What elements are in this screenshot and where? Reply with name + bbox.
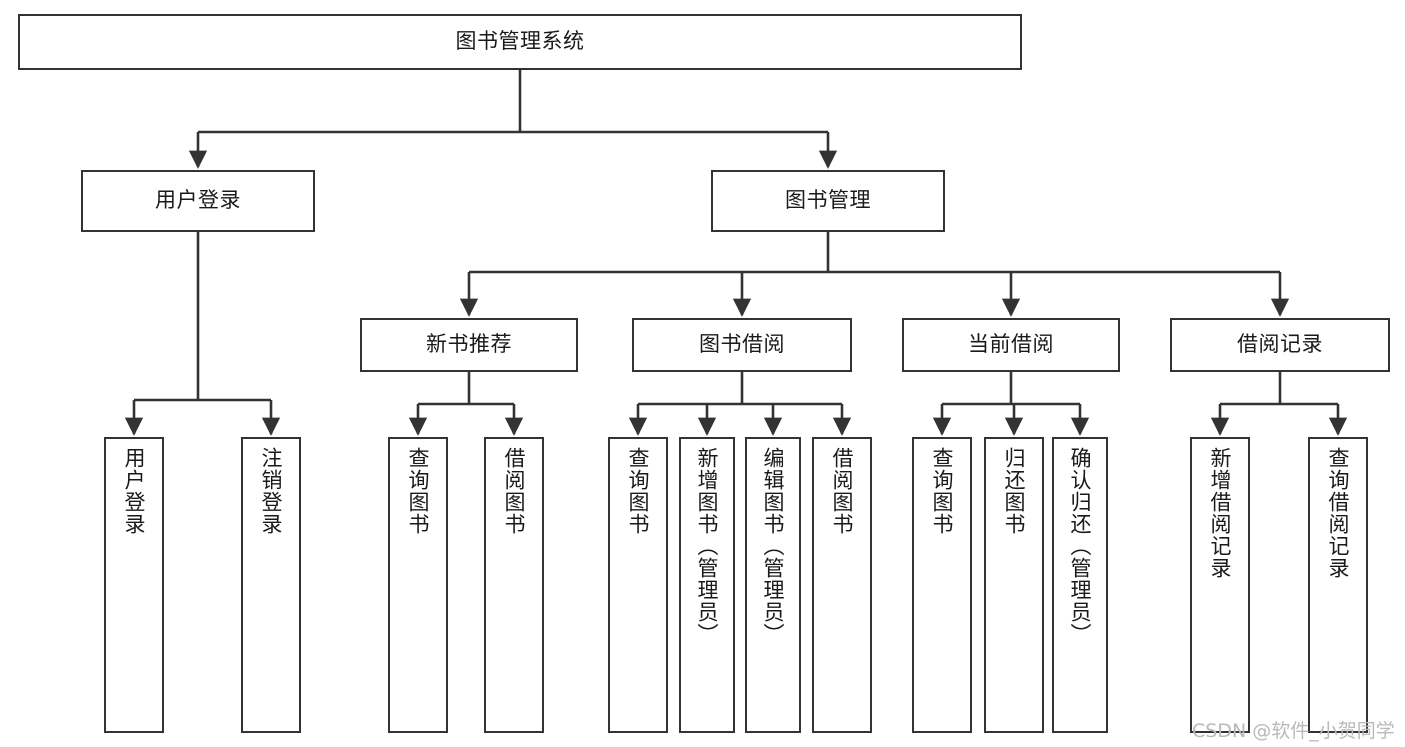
node-label: 注销登录 xyxy=(259,447,284,535)
node-label: 新书推荐 xyxy=(426,332,512,357)
node-leaf-query-book-1[interactable]: 查询图书 xyxy=(388,437,448,733)
node-leaf-borrow-book-2[interactable]: 借阅图书 xyxy=(812,437,872,733)
node-leaf-confirm-return[interactable]: 确认归还（管理员） xyxy=(1052,437,1108,733)
node-current-borrow[interactable]: 当前借阅 xyxy=(902,318,1120,372)
node-leaf-edit-book[interactable]: 编辑图书（管理员） xyxy=(745,437,801,733)
node-root[interactable]: 图书管理系统 xyxy=(18,14,1022,70)
node-label: 图书管理 xyxy=(785,188,871,213)
node-label: 用户登录 xyxy=(122,447,147,535)
node-label: 查询图书 xyxy=(406,447,431,535)
node-leaf-query-book-2[interactable]: 查询图书 xyxy=(608,437,668,733)
node-label: 确认归还（管理员） xyxy=(1068,447,1093,645)
node-leaf-user-logout[interactable]: 注销登录 xyxy=(241,437,301,733)
node-book-manage[interactable]: 图书管理 xyxy=(711,170,945,232)
node-label: 归还图书 xyxy=(1002,447,1027,535)
node-label: 当前借阅 xyxy=(968,332,1054,357)
node-book-borrow[interactable]: 图书借阅 xyxy=(632,318,852,372)
node-label: 新增图书（管理员） xyxy=(695,447,720,645)
node-label: 查询图书 xyxy=(930,447,955,535)
watermark-text: CSDN @软件_小贺同学 xyxy=(1192,720,1395,742)
node-label: 借阅图书 xyxy=(830,447,855,535)
node-leaf-return-book[interactable]: 归还图书 xyxy=(984,437,1044,733)
node-label: 图书借阅 xyxy=(699,332,785,357)
connector-paths xyxy=(124,70,1348,436)
node-label: 查询图书 xyxy=(626,447,651,535)
node-label: 新增借阅记录 xyxy=(1208,447,1233,579)
node-label: 图书管理系统 xyxy=(455,29,585,54)
node-leaf-add-record[interactable]: 新增借阅记录 xyxy=(1190,437,1250,733)
node-label: 查询借阅记录 xyxy=(1326,447,1351,579)
node-leaf-query-book-3[interactable]: 查询图书 xyxy=(912,437,972,733)
node-leaf-borrow-book-1[interactable]: 借阅图书 xyxy=(484,437,544,733)
node-label: 编辑图书（管理员） xyxy=(761,447,786,645)
node-user-login[interactable]: 用户登录 xyxy=(81,170,315,232)
node-label: 借阅图书 xyxy=(502,447,527,535)
node-borrow-record[interactable]: 借阅记录 xyxy=(1170,318,1390,372)
node-new-book-recommend[interactable]: 新书推荐 xyxy=(360,318,578,372)
node-leaf-add-book[interactable]: 新增图书（管理员） xyxy=(679,437,735,733)
node-leaf-user-login[interactable]: 用户登录 xyxy=(104,437,164,733)
node-label: 用户登录 xyxy=(155,188,241,213)
node-label: 借阅记录 xyxy=(1237,332,1323,357)
node-leaf-query-record[interactable]: 查询借阅记录 xyxy=(1308,437,1368,733)
